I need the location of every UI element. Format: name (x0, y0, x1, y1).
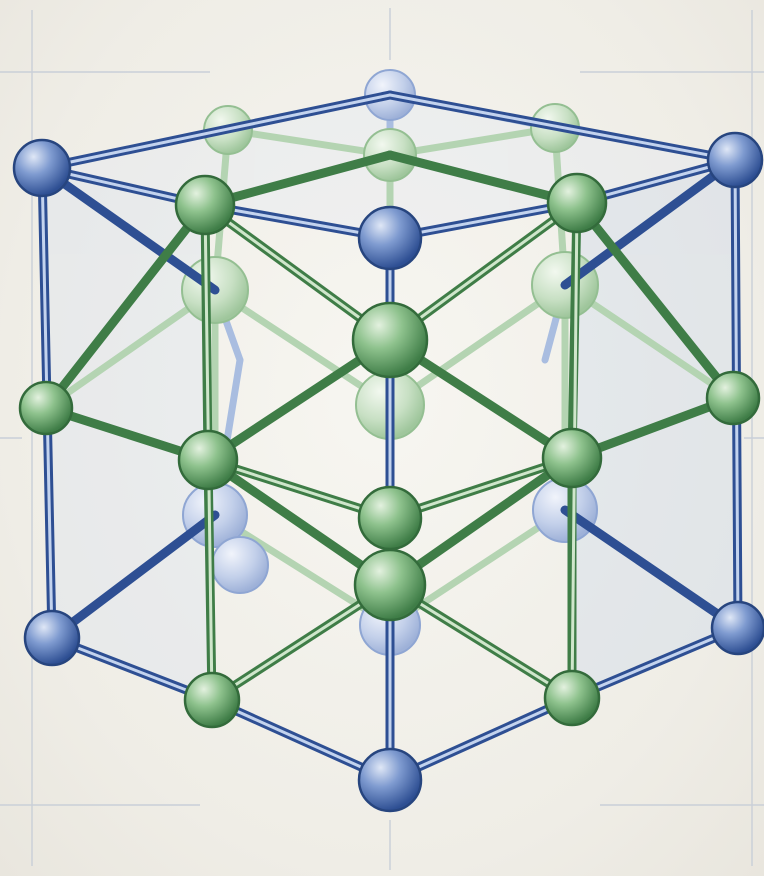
blue-atom (359, 749, 421, 811)
green-atom (707, 372, 759, 424)
green-atom (179, 431, 237, 489)
green-atom (355, 550, 425, 620)
green-atom (545, 671, 599, 725)
green-atom (185, 673, 239, 727)
blue-atom (25, 611, 79, 665)
blue-atom (359, 207, 421, 269)
green-atom (548, 174, 606, 232)
blue-atom (708, 133, 762, 187)
blue-atom (14, 140, 70, 196)
green-atom (176, 176, 234, 234)
blue-atom (712, 602, 764, 654)
green-atom (20, 382, 72, 434)
blue-atom (212, 537, 268, 593)
green-atom (543, 429, 601, 487)
green-atom (353, 303, 427, 377)
green-atom (359, 487, 421, 549)
